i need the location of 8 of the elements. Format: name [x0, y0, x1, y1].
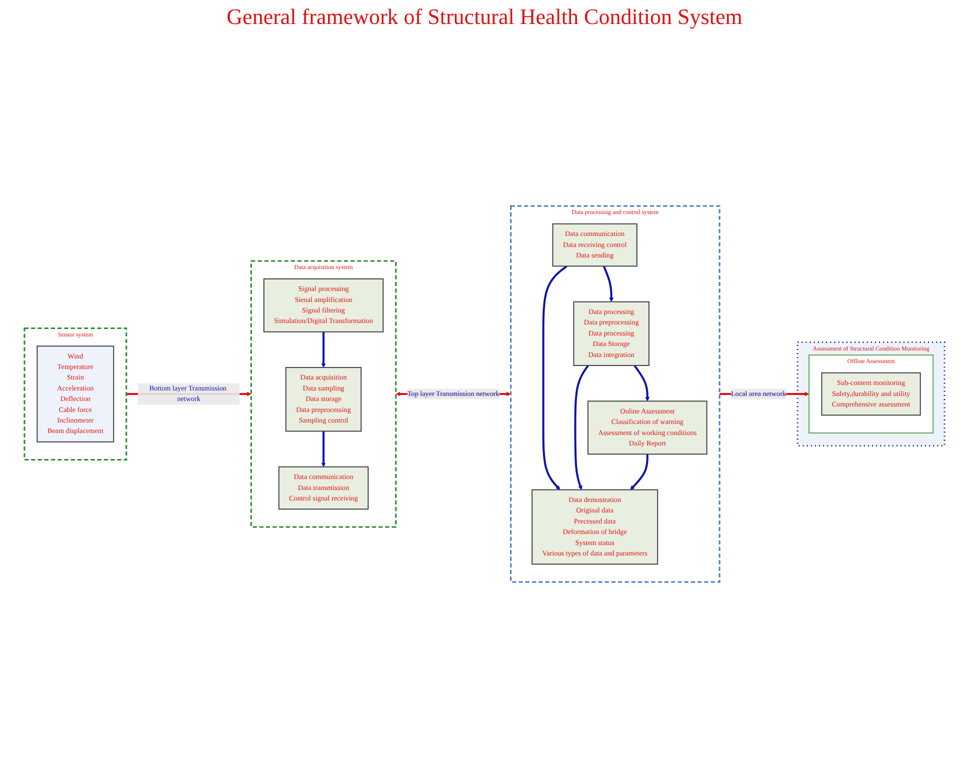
arrow — [602, 266, 614, 302]
arrow — [321, 431, 326, 468]
arrow — [321, 332, 326, 368]
arrow — [634, 364, 650, 402]
arrow — [574, 364, 590, 490]
diagram-title: General framework of Structural Health Condition System — [226, 4, 744, 30]
arrow — [542, 265, 568, 490]
arrow — [630, 454, 648, 490]
